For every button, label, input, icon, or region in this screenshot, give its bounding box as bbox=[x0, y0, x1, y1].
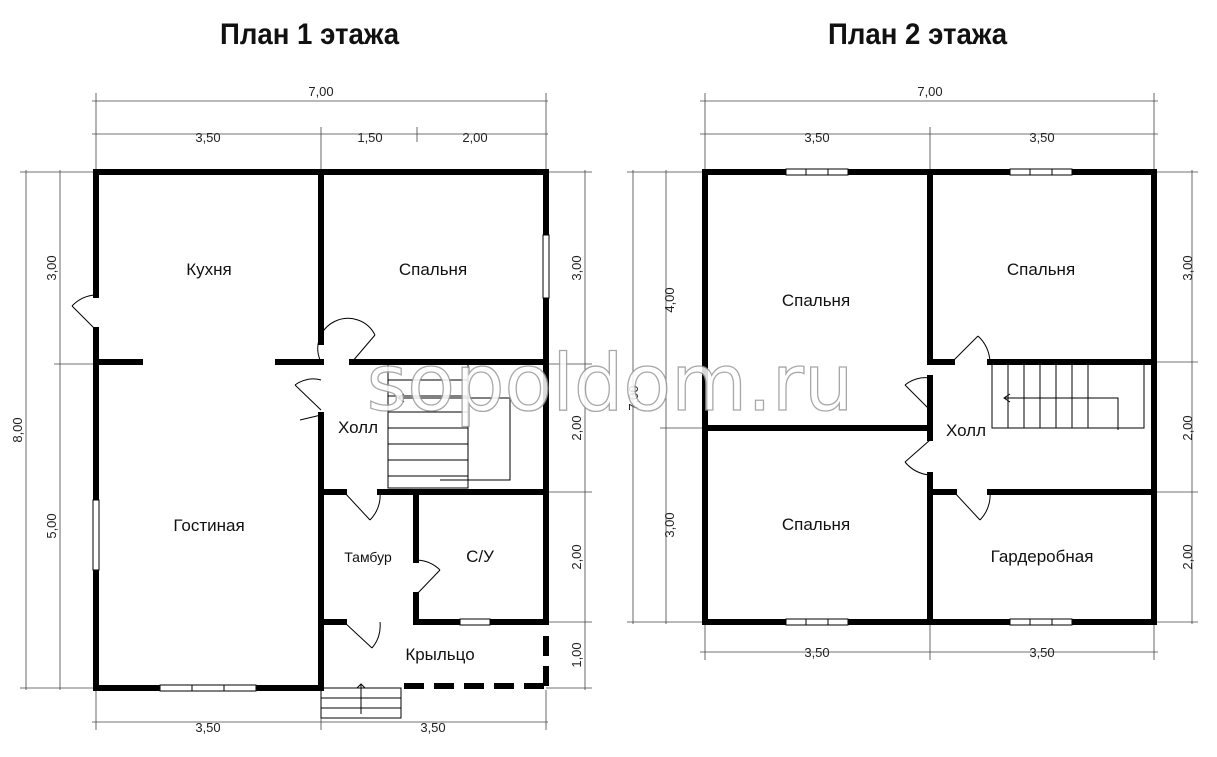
dim-right-a: 3,00 bbox=[569, 255, 584, 280]
dim-top-b: 1,50 bbox=[357, 130, 382, 145]
dim-right-b: 2,00 bbox=[569, 415, 584, 440]
room-label-wardrobe: Гардеробная bbox=[991, 547, 1094, 566]
room-label-hall: Холл bbox=[338, 418, 378, 437]
dim-right-c: 2,00 bbox=[569, 544, 584, 569]
room-label-hall-2: Холл bbox=[946, 421, 986, 440]
plan-1: Кухня Спальня Гостиная Холл Тамбур С/У К… bbox=[10, 84, 592, 735]
plan-1-porch-outline bbox=[404, 636, 549, 689]
room-label-bathroom: С/У bbox=[466, 547, 494, 566]
dim-top-c: 2,00 bbox=[462, 130, 487, 145]
dim2-bottom-a: 3,50 bbox=[804, 645, 829, 660]
dim-right-d: 1,00 bbox=[569, 642, 584, 667]
plan-2-windows bbox=[785, 168, 1073, 626]
plan-1-walls bbox=[93, 169, 549, 691]
plan-1-windows bbox=[92, 234, 550, 692]
room-label-living-room: Гостиная bbox=[173, 516, 244, 535]
dim2-right-b: 2,00 bbox=[1180, 415, 1195, 440]
room-label-bedroom-bottom-left: Спальня bbox=[782, 515, 850, 534]
dim2-top-a: 3,50 bbox=[804, 130, 829, 145]
room-label-bedroom: Спальня bbox=[399, 260, 467, 279]
plan-1-stairs bbox=[320, 363, 511, 719]
dim-left-a: 3,00 bbox=[44, 255, 59, 280]
dim-top-a: 3,50 bbox=[195, 130, 220, 145]
dim2-right-a: 3,00 bbox=[1180, 255, 1195, 280]
dim2-bottom-b: 3,50 bbox=[1029, 645, 1054, 660]
dim2-left-b: 3,00 bbox=[662, 512, 677, 537]
plan-1-doors bbox=[71, 294, 441, 649]
dim-top-total: 7,00 bbox=[308, 84, 333, 99]
dim2-left-a: 4,00 bbox=[662, 287, 677, 312]
plan-1-dimension-lines bbox=[20, 93, 592, 730]
plan-2-doors bbox=[904, 335, 991, 521]
room-label-porch: Крыльцо bbox=[405, 645, 474, 664]
dim-left-b: 5,00 bbox=[44, 513, 59, 538]
plan-2: Спальня Спальня Спальня Холл Гардеробная… bbox=[626, 84, 1198, 660]
plan-2-dimension-lines bbox=[627, 93, 1198, 660]
dim2-top-b: 3,50 bbox=[1029, 130, 1054, 145]
room-label-bedroom-top-left: Спальня bbox=[782, 291, 850, 310]
room-label-bedroom-top-right: Спальня bbox=[1007, 260, 1075, 279]
plan-2-stairs bbox=[991, 363, 1145, 430]
plan-2-title: План 2 этажа bbox=[828, 18, 1008, 51]
room-label-vestibule: Тамбур bbox=[344, 549, 392, 565]
watermark: sopoldom.ru bbox=[367, 339, 854, 429]
plan-1-title: План 1 этажа bbox=[220, 18, 400, 51]
room-label-kitchen: Кухня bbox=[186, 260, 232, 279]
dim2-top-total: 7,00 bbox=[917, 84, 942, 99]
dim-left-total: 8,00 bbox=[10, 417, 25, 442]
dim2-left-total: 7,00 bbox=[626, 385, 641, 410]
dim2-right-c: 2,00 bbox=[1180, 544, 1195, 569]
dim-bottom-a: 3,50 bbox=[195, 720, 220, 735]
dim-bottom-b: 3,50 bbox=[420, 720, 445, 735]
plan-2-walls bbox=[702, 169, 1157, 625]
